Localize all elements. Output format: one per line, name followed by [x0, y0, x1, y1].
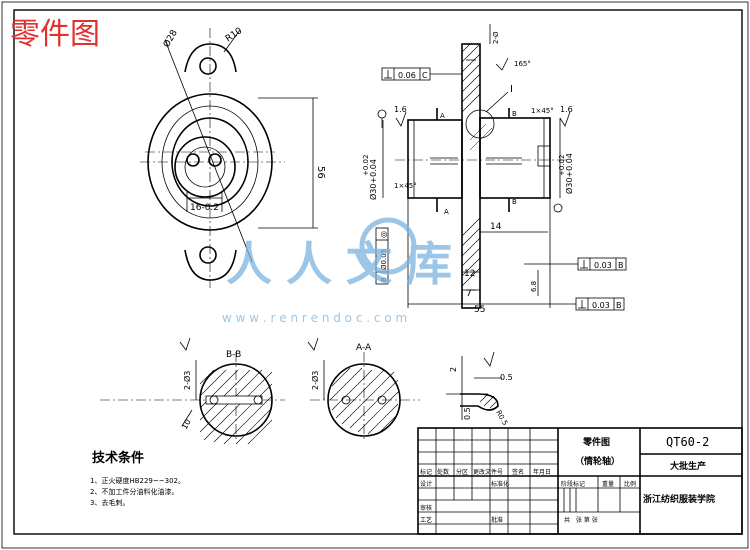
title-block: 标记 处数 分区 更改文件号 签名 年月日 设计 标准化 阶段标记 重量 比例 … [417, 427, 743, 535]
section-bb: B-B 2-Ø3 10 [100, 337, 285, 445]
dim-55: 55 [474, 305, 485, 315]
tb-label-zone: 分区 [456, 468, 468, 476]
tech-item-3: 3、去毛刺。 [90, 498, 129, 507]
tb-label-sheets: 共 张 第 张 [564, 516, 598, 524]
watermark-title: 零件图 [10, 17, 100, 52]
dia-right: Ø30+0.04 [564, 153, 574, 194]
tech-requirements: 技术条件 1、正火硬度HB229~~302。 2、不加工件分油料化油漆。 3、去… [90, 450, 185, 507]
angle-label: 165° [514, 60, 531, 68]
inner-border [13, 9, 743, 535]
dim-top-vertical: 2-Ø [492, 31, 500, 44]
chamfer-right: 1×45° [531, 107, 554, 115]
tol-mid-datum: B [618, 261, 624, 270]
tb-label-stage: 阶段标记 [561, 480, 585, 488]
roughness-left: 1.6 [394, 105, 407, 114]
tol-coax-symbol: ◎ [379, 231, 388, 238]
tech-item-2: 2、不加工件分油料化油漆。 [90, 487, 178, 496]
dim-68: 6.8 [530, 281, 538, 292]
front-view: I A B A B 1.6 1.6 1×45° 1×45° Ø30+0.04 +… [362, 24, 627, 315]
tb-label-scale: 比例 [624, 480, 636, 488]
detail-dim-05-right: 0.5 [500, 373, 513, 382]
aa-dim-holes: 2-Ø3 [310, 371, 320, 390]
tb-label-standard: 标准化 [491, 480, 509, 488]
roughness-right: 1.6 [560, 105, 573, 114]
tb-part-name: 零件图 [582, 436, 610, 448]
dia-right-upper-tol: +0.02 [558, 155, 566, 176]
tb-label-process: 工艺 [420, 516, 432, 524]
detail-view: 2 0.5 0.5 R0.5 [446, 351, 513, 427]
tb-label-mark: 标记 [420, 468, 432, 476]
detail-dim-05-left: 0.5 [463, 407, 472, 420]
tb-production: 大批生产 [670, 460, 706, 472]
tol-coax-value: Ø0.05 [380, 249, 388, 270]
section-bb-title: B-B [226, 350, 241, 360]
tb-label-sign: 签名 [512, 468, 524, 476]
tb-label-weight: 重量 [602, 480, 614, 488]
tb-label-design: 设计 [420, 480, 432, 488]
bb-dim-width: 10 [180, 418, 193, 431]
tb-label-date: 年月日 [533, 468, 551, 476]
section-b-top: B [512, 110, 517, 118]
dia-left: Ø30+0.04 [368, 159, 378, 200]
dim-slot-width: 16-0.2 [190, 203, 219, 213]
tol-bot-datum: B [616, 301, 622, 310]
tb-part-subname: （情轮轴） [575, 455, 620, 467]
tol-coax-datum: B [380, 277, 388, 282]
bb-dim-holes: 2-Ø3 [182, 371, 192, 390]
dim-height: 56 [315, 166, 326, 179]
tech-item-1: 1、正火硬度HB229~~302。 [90, 476, 185, 485]
tolerance-frame-middle: 0.03 B [524, 257, 627, 271]
detail-marker: I [510, 84, 513, 95]
tb-drawing-number: QT60-2 [666, 435, 709, 449]
brand-watermark-url: w w w . r e n r e n d o c . c o m [222, 311, 407, 325]
section-aa-title: A-A [356, 343, 372, 353]
section-aa: A-A 2-Ø3 [307, 337, 420, 440]
tb-label-change: 更改文件号 [473, 468, 503, 476]
section-a-bottom: A [444, 208, 449, 216]
dia-left-upper-tol: +0.02 [362, 155, 370, 176]
tb-school: 浙江纺织服装学院 [643, 493, 715, 505]
dim-7: 7 [466, 289, 472, 299]
tol-mid-value: 0.03 [594, 261, 612, 270]
section-b-bottom: B [512, 198, 517, 206]
dim-radius: R10 [224, 26, 244, 45]
dim-14: 14 [490, 222, 502, 232]
chamfer-left: 1×45° [394, 182, 417, 190]
detail-dim-r05: R0.5 [494, 409, 509, 427]
tolerance-frame-top: 0.06 C [381, 67, 462, 81]
detail-dim-2: 2 [449, 367, 458, 372]
dim-12: 12 [464, 269, 475, 279]
tolerance-frame-bottom: 0.03 B [550, 297, 625, 311]
tb-label-count: 处数 [437, 468, 449, 476]
tol-top-value: 0.06 [398, 71, 416, 80]
tb-label-approve: 批准 [491, 516, 503, 524]
section-a-top: A [440, 112, 445, 120]
tb-label-review: 审核 [420, 504, 432, 512]
brand-watermark-text: 人人文库 [226, 237, 466, 291]
tol-bot-value: 0.03 [592, 301, 610, 310]
brand-watermark: 人人文库 w w w . r e n r e n d o c . c o m [222, 217, 466, 325]
dim-outer-diameter: Ø28 [161, 28, 180, 50]
tol-top-datum: C [422, 71, 428, 80]
tech-title: 技术条件 [92, 450, 144, 466]
